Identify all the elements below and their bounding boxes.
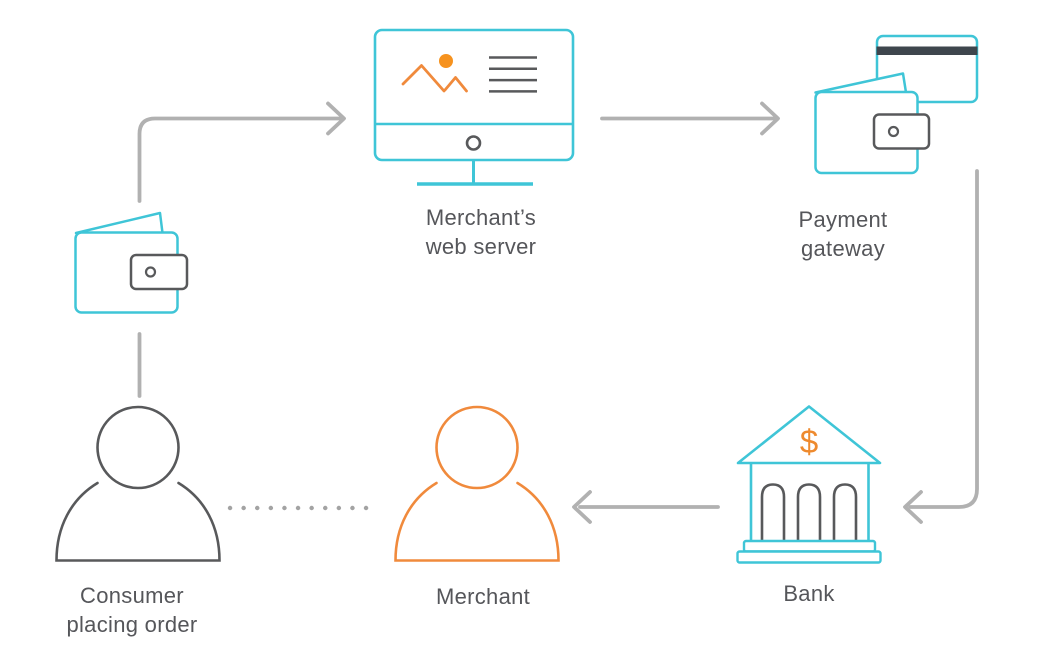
bank-roof — [736, 405, 882, 465]
arrowhead-server-to-gateway — [760, 101, 780, 136]
bank-label-text: Bank — [783, 581, 835, 606]
monitor-button — [465, 135, 482, 151]
arrowhead-gateway-to-bank — [903, 490, 923, 524]
mountain-icon — [401, 64, 446, 93]
bank-step-upper — [742, 539, 877, 553]
person-head — [435, 405, 519, 490]
arrow-gateway-to-bank — [908, 169, 979, 509]
payment-gateway-label-line1: Payment — [798, 207, 888, 232]
sun-dot-icon — [439, 54, 453, 68]
merchant-label: Merchant — [436, 582, 530, 611]
consumer-label: Consumer placing order — [66, 581, 197, 639]
wallet-snap-button — [144, 266, 157, 278]
bank-step-lower — [736, 550, 882, 564]
person-body — [55, 481, 221, 562]
payment-gateway-label: Payment gateway — [799, 205, 888, 263]
merchant-label-text: Merchant — [435, 584, 531, 609]
person-head — [96, 405, 180, 490]
dollar-icon: $ — [800, 423, 818, 460]
arrowhead-bank-to-merchant — [572, 490, 592, 524]
bank-column — [760, 483, 786, 540]
credit-card-stripe — [876, 46, 978, 55]
arrow-wallet-to-server — [137, 116, 342, 203]
consumer-label-line1: Consumer — [80, 583, 184, 608]
wallet-card-pocket — [129, 253, 189, 291]
wallet-snap-button — [887, 125, 900, 138]
web-server-label-line2: web server — [425, 234, 537, 259]
consumer-label-line2: placing order — [66, 612, 198, 637]
bank-label: Bank — [783, 579, 834, 608]
wallet-card-pocket — [872, 113, 931, 150]
person-body — [394, 481, 560, 562]
web-server-label: Merchant’s web server — [426, 203, 537, 261]
mountain-small-icon — [443, 76, 468, 93]
bank-column — [796, 483, 822, 540]
monitor-frame — [373, 28, 575, 162]
web-server-label-line1: Merchant’s — [425, 205, 537, 230]
payment-gateway-label-line2: gateway — [800, 236, 886, 261]
bank-column — [832, 483, 858, 540]
arrowhead-wallet-to-server — [326, 101, 346, 136]
